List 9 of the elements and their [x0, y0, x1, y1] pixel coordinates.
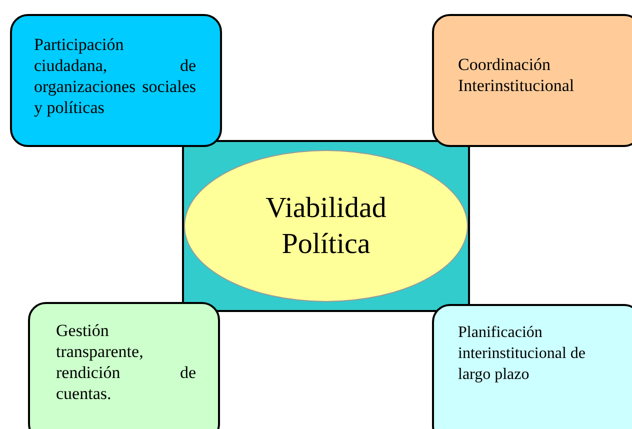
node-text: Viabilidad Política	[264, 191, 388, 262]
node-text: Gestión transparente, rendición de cuentas.	[56, 320, 196, 404]
rounded-box	[432, 304, 632, 429]
rounded-box	[10, 14, 222, 147]
rounded-box	[28, 302, 220, 429]
node-text: Participación ciudadana, de organizaciones sociales y políticas	[34, 34, 196, 118]
rounded-box	[432, 14, 632, 147]
node-text: Planificación interinstitucional de largo plazo	[458, 323, 587, 385]
node-text: Coordinación Interinstitucional	[458, 54, 576, 96]
